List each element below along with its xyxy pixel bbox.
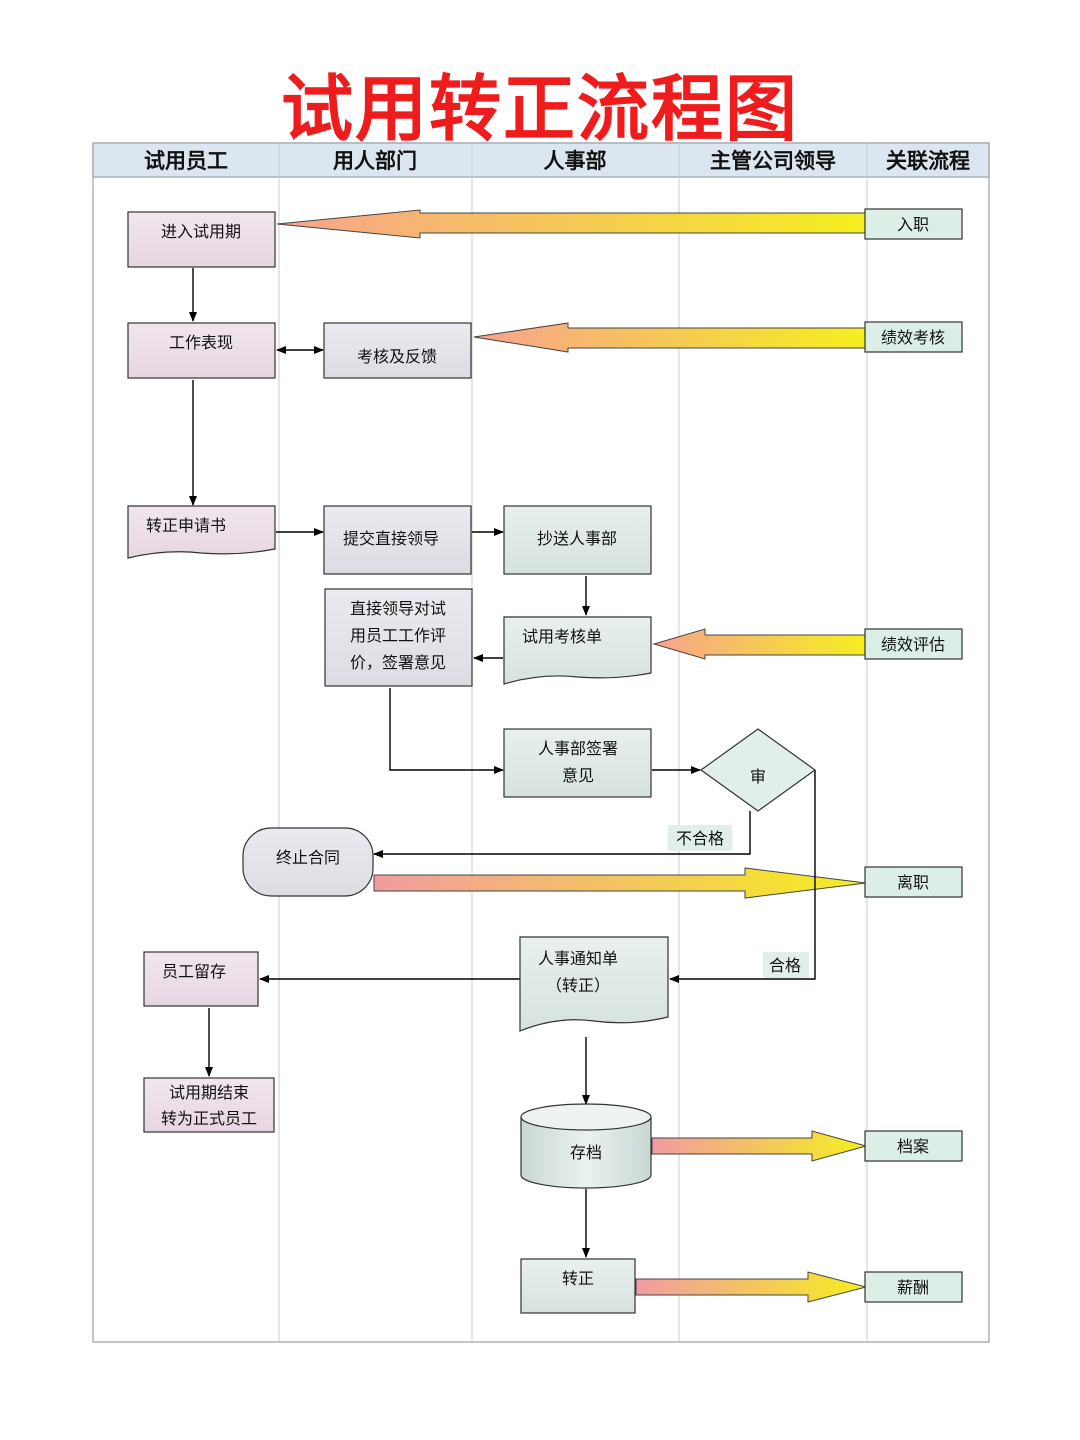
related-performance-eval (864, 628, 963, 660)
related-salary-label: 薪酬 (897, 1278, 929, 1297)
node-regularize-label: 转正 (562, 1269, 594, 1288)
node-assess-feedback-label: 考核及反馈 (357, 347, 437, 366)
node-work-performance-label: 工作表现 (169, 333, 233, 352)
node-terminate-contract (242, 827, 374, 897)
node-leader-eval-line2: 用员工工作评 (350, 626, 446, 645)
node-application-document (127, 505, 276, 559)
arrow-archives (651, 1130, 868, 1162)
node-submit-leader (323, 505, 472, 575)
node-terminate-label: 终止合同 (276, 848, 340, 867)
arrow-performance-review (473, 322, 867, 353)
node-probation-end (143, 1077, 275, 1133)
node-cc-hr (503, 505, 652, 575)
lane-executive: 主管公司领导 (710, 149, 836, 173)
node-archive-label: 存档 (570, 1143, 602, 1162)
node-regularize (520, 1258, 636, 1314)
related-archives (864, 1130, 963, 1162)
related-performance-eval-label: 绩效评估 (881, 635, 945, 654)
related-onboarding (864, 208, 963, 240)
arrow-performance-eval (652, 628, 867, 660)
label-pass-bg (763, 952, 809, 978)
node-cc-hr-label: 抄送人事部 (537, 529, 617, 548)
node-leader-eval-line3: 价，签署意见 (350, 653, 446, 672)
node-hr-sign-line2: 意见 (562, 766, 594, 785)
arrow-resignation (373, 867, 867, 899)
arrow-onboarding (276, 209, 867, 239)
node-leader-eval-line1: 直接领导对试 (350, 599, 446, 618)
node-leader-evaluation (324, 588, 473, 687)
node-work-performance (127, 322, 276, 379)
node-probation-end-line2: 转为正式员工 (161, 1109, 257, 1128)
related-salary (864, 1271, 963, 1303)
node-hr-sign-line1: 人事部签署 (538, 739, 618, 758)
node-review-label: 审 (750, 767, 766, 786)
page-title: 试用转正流程图 (280, 67, 799, 151)
related-onboarding-label: 入职 (897, 215, 929, 234)
node-archive-cylinder (520, 1103, 652, 1189)
node-enter-probation (127, 211, 276, 268)
node-review-decision (699, 728, 817, 812)
lane-department: 用人部门 (333, 149, 417, 173)
related-archives-label: 档案 (897, 1137, 929, 1156)
node-hr-sign (503, 728, 652, 798)
related-performance-review (864, 321, 963, 353)
related-performance-review-label: 绩效考核 (881, 328, 945, 347)
related-resignation-label: 离职 (897, 873, 929, 892)
lane-hr: 人事部 (544, 149, 607, 173)
node-employee-retain-label: 员工留存 (162, 962, 226, 981)
node-probation-form-document (503, 616, 652, 685)
label-fail: 不合格 (676, 829, 724, 848)
label-fail-bg (668, 825, 732, 851)
lane-related: 关联流程 (886, 149, 970, 173)
node-hr-notice-line2: （转正） (546, 976, 610, 995)
node-application-label: 转正申请书 (146, 516, 226, 535)
node-probation-form-label: 试用考核单 (522, 627, 602, 646)
node-hr-notice-document (519, 936, 669, 1032)
node-enter-probation-label: 进入试用期 (161, 222, 241, 241)
node-probation-end-line1: 试用期结束 (169, 1083, 249, 1102)
node-hr-notice-line1: 人事通知单 (538, 949, 618, 968)
related-resignation (864, 866, 963, 898)
label-pass: 合格 (769, 956, 801, 975)
node-employee-retain (143, 951, 259, 1007)
lane-employee: 试用员工 (144, 149, 228, 173)
node-assess-feedback (323, 322, 472, 379)
arrow-salary (635, 1271, 868, 1303)
lane-header (92, 142, 990, 178)
node-submit-leader-label: 提交直接领导 (343, 529, 439, 548)
